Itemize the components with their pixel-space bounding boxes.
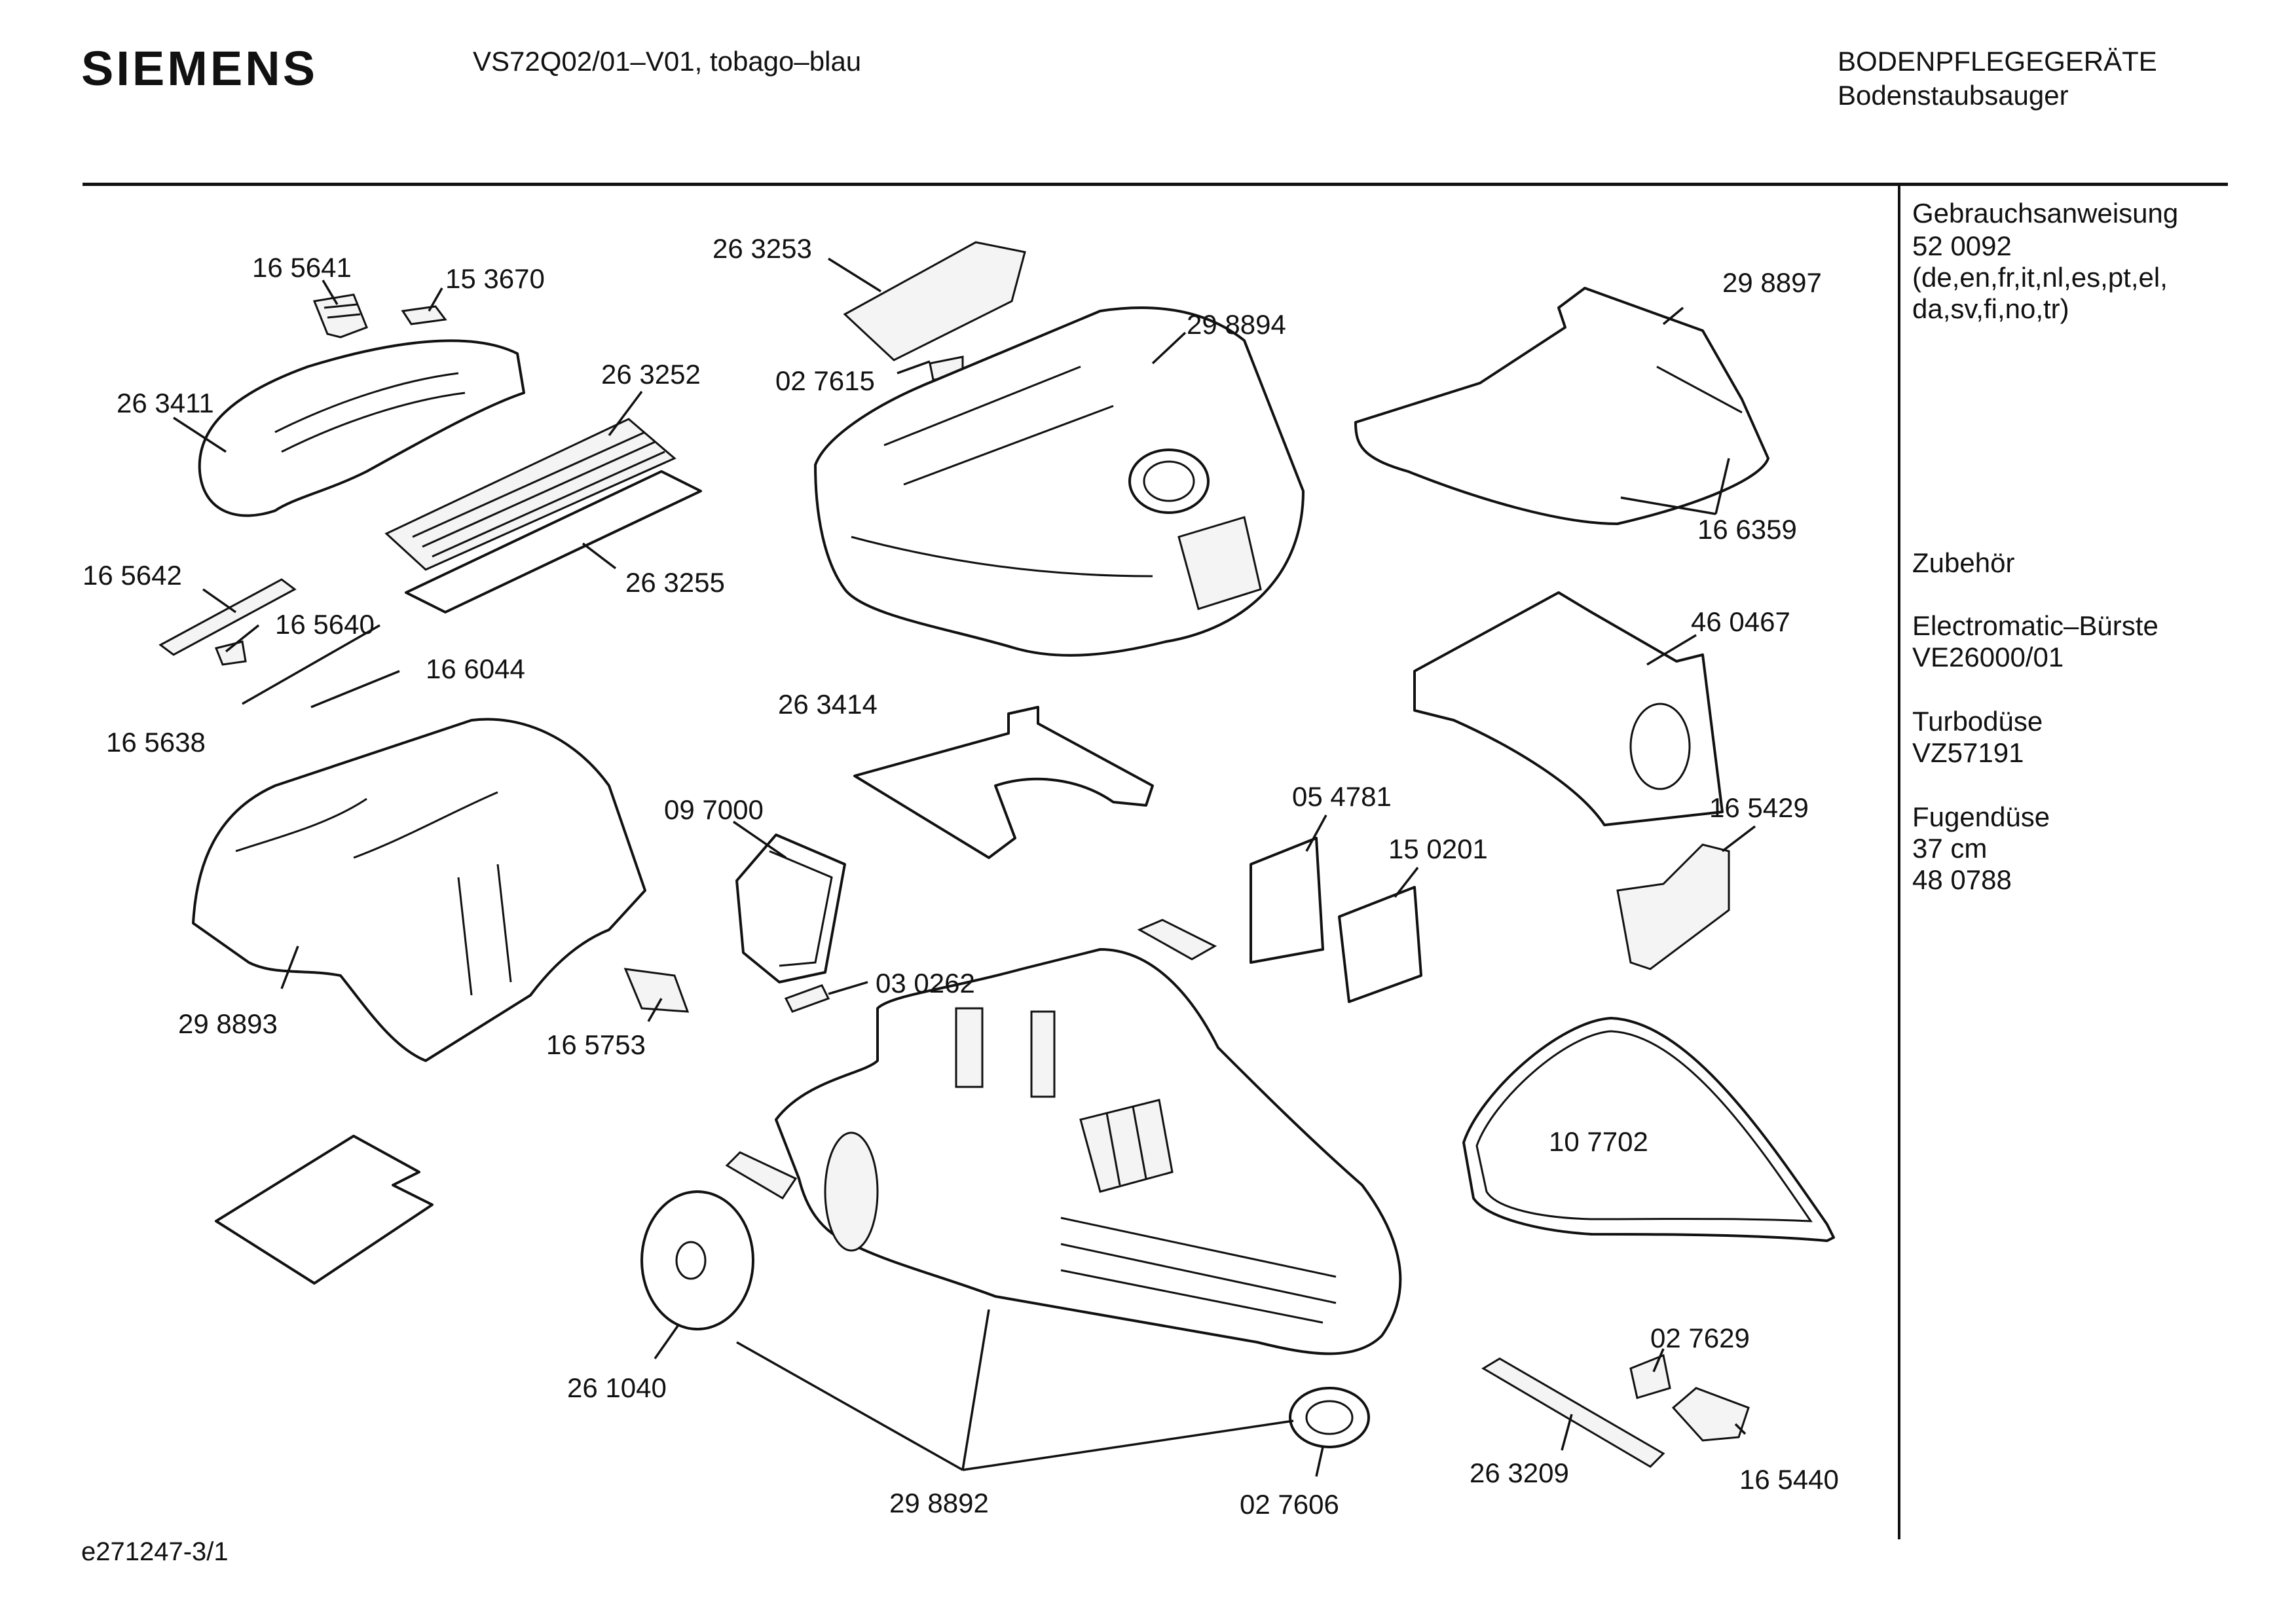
- part-shape-027629: [1629, 1353, 1671, 1399]
- accessory-1-number: VE26000/01: [1912, 642, 2064, 672]
- part-label-107702: 10 7702: [1549, 1126, 1648, 1157]
- part-shape-166044: [310, 670, 400, 708]
- part-label-166044: 16 6044: [426, 653, 525, 684]
- part-shape-165429: [1616, 843, 1730, 970]
- part-label-165640: 16 5640: [275, 609, 375, 640]
- part-label-166359: 16 6359: [1697, 514, 1797, 545]
- part-label-298894: 29 8894: [1187, 309, 1286, 340]
- part-label-027629: 02 7629: [1650, 1323, 1750, 1353]
- part-label-298892: 29 8892: [889, 1488, 989, 1518]
- part-shape-153670: [401, 305, 447, 325]
- part-shape-030262: [784, 984, 830, 1013]
- part-label-165641: 16 5641: [252, 252, 352, 283]
- part-shape-097000: [735, 833, 846, 983]
- part-shape-298893: [192, 718, 646, 1062]
- part-shape-263252: [384, 418, 676, 571]
- part-label-027615: 02 7615: [775, 365, 875, 396]
- part-shape-165642: [158, 578, 297, 656]
- part-label-153670: 15 3670: [445, 263, 545, 294]
- part-label-261040: 26 1040: [567, 1372, 667, 1403]
- part-label-027606: 02 7606: [1240, 1489, 1339, 1520]
- part-label-165642: 16 5642: [83, 560, 182, 591]
- sidebar-divider: [1898, 185, 1900, 1539]
- part-shape-263414: [853, 706, 1154, 859]
- part-shape-flat-pad: [215, 1135, 434, 1285]
- part-shape-107702: [1462, 1017, 1835, 1242]
- part-shape-small-block-2: [1137, 919, 1217, 961]
- part-label-263253: 26 3253: [713, 233, 812, 264]
- part-label-298893: 29 8893: [178, 1008, 278, 1039]
- part-label-298897: 29 8897: [1722, 267, 1822, 298]
- part-label-097000: 09 7000: [664, 794, 764, 825]
- accessory-2-name: Turbodüse: [1912, 706, 2043, 737]
- subcategory-title: Bodenstaubsauger: [1838, 80, 2069, 111]
- part-shape-107702-inner: [1475, 1030, 1813, 1222]
- model-title: VS72Q02/01–V01, tobago–blau: [473, 46, 862, 77]
- part-shape-165638: [242, 624, 380, 705]
- brand-logo: SIEMENS: [81, 41, 318, 96]
- part-label-165440: 16 5440: [1739, 1464, 1839, 1495]
- part-label-263414: 26 3414: [778, 689, 878, 720]
- drawing-id: e271247-3/1: [81, 1537, 229, 1566]
- accessory-1-name: Electromatic–Bürste: [1912, 610, 2158, 641]
- part-label-030262: 03 0262: [876, 968, 975, 998]
- part-label-165429: 16 5429: [1709, 792, 1809, 823]
- accessory-3-name: Fugendüse: [1912, 801, 2050, 832]
- part-shape-263255: [405, 470, 702, 614]
- accessory-3-number: 48 0788: [1912, 864, 2012, 895]
- part-shape-460467: [1413, 591, 1724, 826]
- part-label-150201: 15 0201: [1388, 833, 1488, 864]
- part-shape-263209: [1481, 1357, 1665, 1468]
- accessory-2-number: VZ57191: [1912, 737, 2024, 768]
- part-label-263411: 26 3411: [117, 388, 214, 418]
- part-label-165638: 16 5638: [106, 727, 206, 758]
- accessory-3-size: 37 cm: [1912, 833, 1988, 864]
- part-shape-054781: [1250, 837, 1324, 964]
- part-label-054781: 05 4781: [1292, 781, 1392, 812]
- manual-languages-line1: (de,en,fr,it,nl,es,pt,el,: [1912, 262, 2168, 293]
- part-shape-298897: [1354, 287, 1769, 525]
- manual-languages-line2: da,sv,fi,no,tr): [1912, 293, 2069, 324]
- part-shape-165641: [312, 293, 368, 339]
- exploded-parts-diagram: [158, 241, 1835, 1477]
- part-shape-261040: [640, 1190, 754, 1330]
- part-label-460467: 46 0467: [1691, 606, 1790, 637]
- part-shape-small-block: [725, 1151, 798, 1200]
- part-shape-165640: [214, 640, 247, 666]
- part-shape-263411: [198, 339, 525, 517]
- category-title: BODENPFLEGEGERÄTE: [1838, 46, 2157, 77]
- manual-number: 52 0092: [1912, 230, 2012, 261]
- part-shape-298892: [775, 948, 1402, 1355]
- part-shape-263253: [843, 241, 1026, 361]
- accessories-title: Zubehör: [1912, 547, 2015, 578]
- part-shape-165440: [1671, 1387, 1750, 1442]
- manual-title: Gebrauchsanweisung: [1912, 198, 2179, 229]
- part-label-165753: 16 5753: [546, 1029, 646, 1060]
- part-shape-298894: [814, 306, 1305, 657]
- part-label-263252: 26 3252: [601, 359, 701, 390]
- header-divider: [83, 183, 2228, 186]
- part-label-263255: 26 3255: [625, 567, 725, 598]
- part-shape-165753: [623, 968, 690, 1013]
- part-label-263209: 26 3209: [1470, 1457, 1569, 1488]
- part-shape-027606: [1289, 1387, 1370, 1448]
- part-shape-150201: [1338, 886, 1422, 1003]
